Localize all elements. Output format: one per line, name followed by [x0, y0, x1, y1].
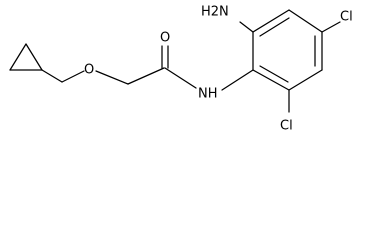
nh2-label: H2N: [201, 5, 229, 20]
aromatic-inner-bond: [259, 17, 290, 37]
bond: [288, 9, 323, 33]
cl-label: Cl: [280, 119, 293, 134]
bond: [288, 69, 323, 91]
bond: [239, 21, 254, 33]
bond: [127, 67, 165, 85]
molecule-diagram: H2N Cl O O NH Cl: [9, 5, 353, 134]
cyclopropyl-ring: [9, 43, 43, 71]
benzene-ring: [252, 9, 323, 91]
bond: [9, 43, 27, 71]
carbonyl-oxygen-label: O: [160, 31, 170, 46]
bond: [252, 9, 290, 33]
bond: [164, 67, 197, 89]
bond: [25, 43, 43, 71]
bond: [252, 69, 290, 91]
amide-nh-label: NH: [198, 87, 218, 102]
bond: [95, 70, 129, 85]
cl-label: Cl: [340, 10, 353, 25]
ether-oxygen-label: O: [84, 63, 94, 78]
bond: [321, 21, 341, 33]
bond: [41, 69, 63, 83]
aromatic-inner-bond: [259, 65, 289, 83]
bond: [61, 70, 85, 83]
bond: [221, 69, 254, 91]
